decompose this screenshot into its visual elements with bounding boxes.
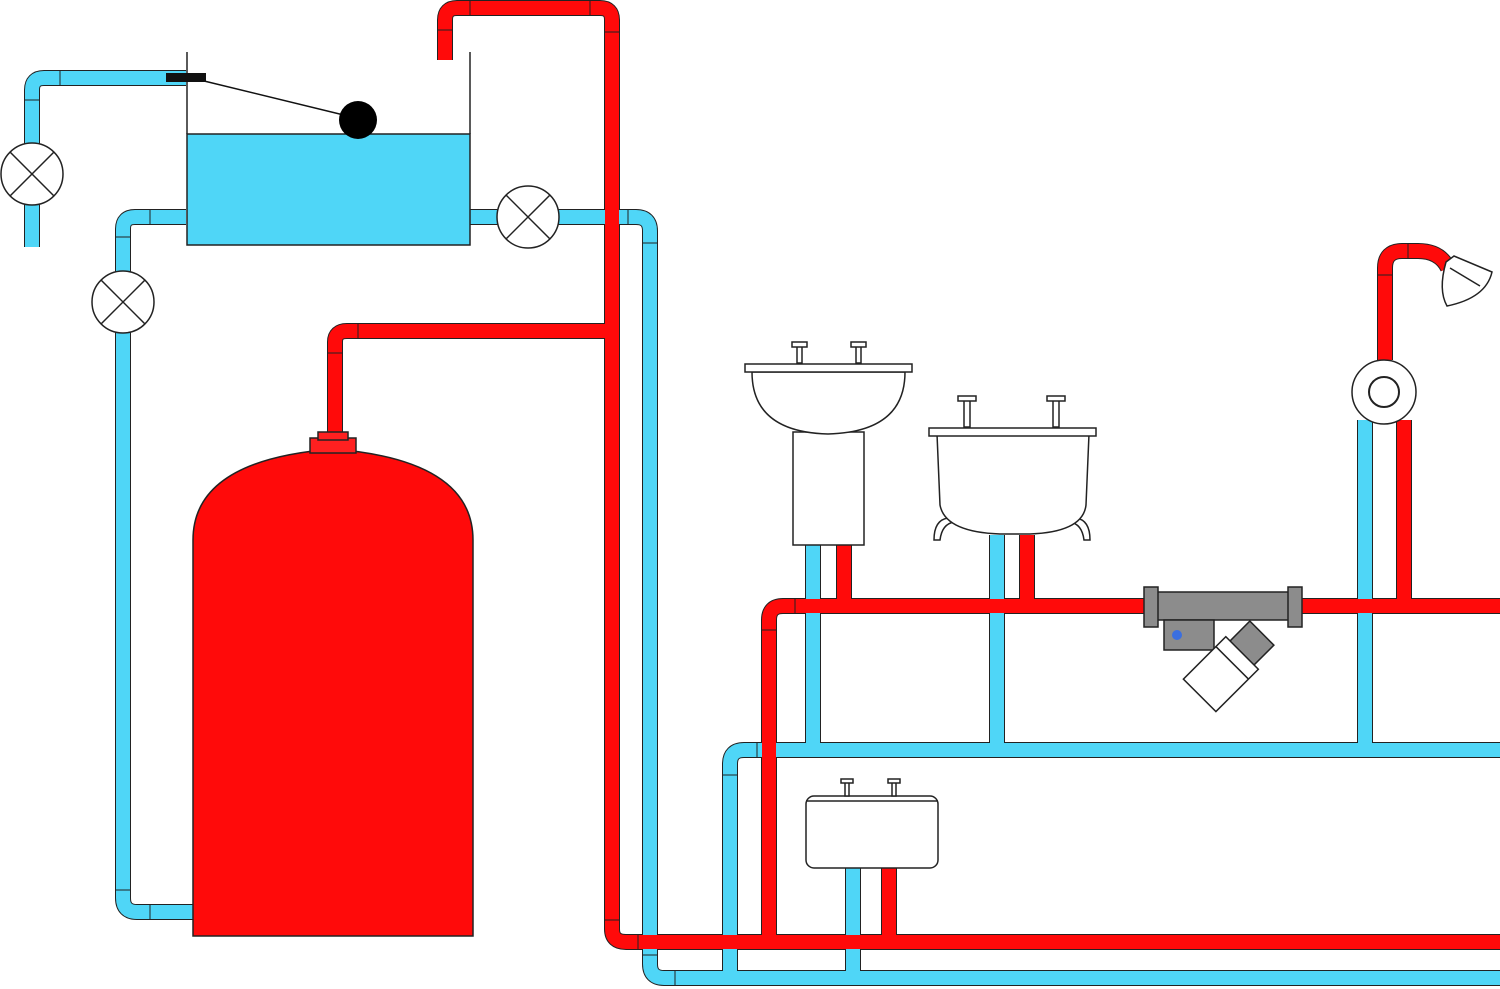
shower-mixer: [1351, 359, 1417, 425]
tap-icon: [887, 778, 901, 797]
inline-filter: [1143, 586, 1303, 713]
shower-head: [1441, 255, 1493, 307]
tap-icon: [1046, 395, 1066, 428]
indicator-dot-icon: [1172, 630, 1182, 640]
mixer-dial-icon: [1368, 376, 1400, 408]
kitchen-sink: [805, 778, 939, 869]
bathtub: [928, 395, 1097, 541]
shower-head-icon: [1441, 255, 1493, 307]
hot-pipes: [328, 1, 1500, 949]
cold-pipes: [25, 71, 1500, 985]
hot-water-cylinder: [192, 431, 474, 937]
gate-valve-feed: [91, 270, 155, 334]
gate-valve-outlet: [496, 185, 560, 249]
gate-valve-mains: [0, 142, 64, 206]
cold-water-storage-tank: [186, 52, 471, 246]
ball-float-valve: [166, 73, 377, 139]
wash-basin: [744, 341, 913, 546]
tap-icon: [840, 778, 854, 797]
tap-icon: [957, 395, 977, 428]
tap-icon: [850, 341, 867, 364]
float-ball-icon: [339, 101, 377, 139]
tap-icon: [791, 341, 808, 364]
